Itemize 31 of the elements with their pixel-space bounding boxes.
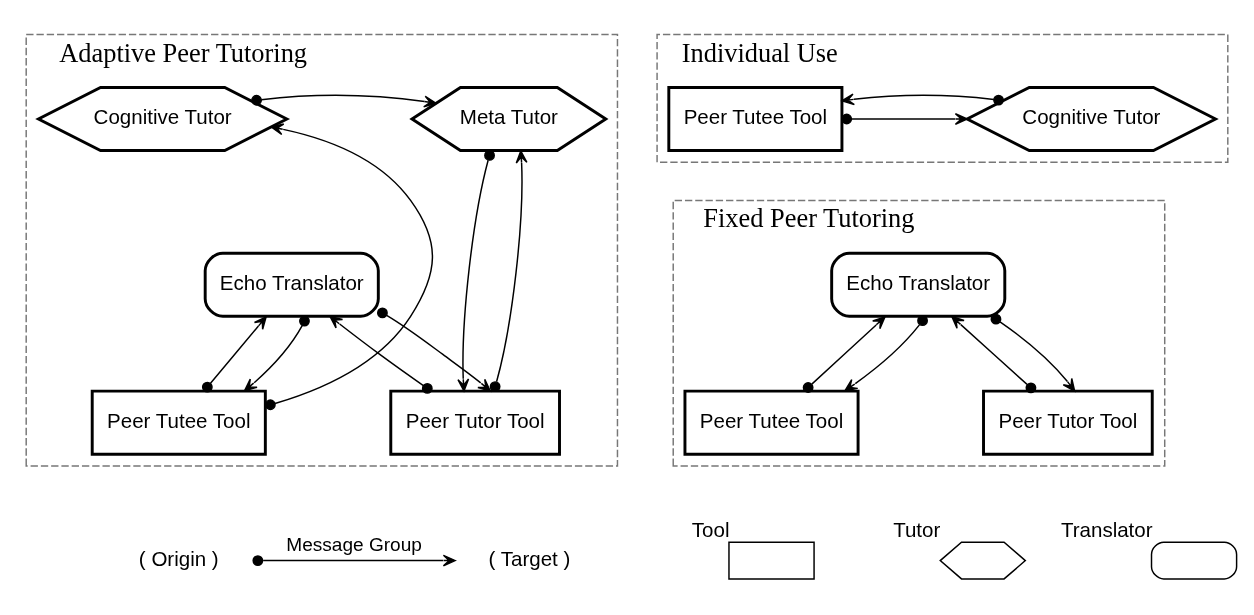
- node-box: Peer Tutor Tool: [389, 389, 561, 456]
- arrow: [251, 94, 437, 108]
- node-text: ( Origin ): [138, 547, 219, 571]
- arrow: [841, 93, 1004, 106]
- arrow: [252, 554, 456, 567]
- node-label: Tutor: [893, 517, 941, 541]
- node-box: Peer Tutee Tool: [683, 389, 860, 456]
- edge-label: Message Group: [286, 533, 422, 555]
- node-box: [728, 541, 815, 580]
- node-box: Echo Translator: [203, 251, 380, 318]
- arrow: [841, 112, 968, 125]
- arrow: [489, 150, 528, 392]
- arrow: [201, 316, 267, 393]
- arrow: [951, 315, 1037, 394]
- arrow: [264, 123, 434, 411]
- arrow: [243, 315, 310, 392]
- arrow: [457, 150, 495, 392]
- node-label: Tool: [691, 517, 730, 541]
- arrow: [377, 307, 491, 392]
- arrow: [844, 315, 928, 392]
- node-box: Echo Translator: [830, 251, 1007, 318]
- arrow: [802, 316, 886, 393]
- node-box: Peer Tutee Tool: [667, 85, 844, 152]
- node-text: ( Target ): [488, 547, 571, 571]
- node-box: Peer Tutee Tool: [90, 389, 267, 456]
- node-label: Translator: [1060, 517, 1153, 541]
- node-stadium: [1150, 541, 1238, 580]
- node-hexagon: [939, 541, 1027, 580]
- node-box: Peer Tutor Tool: [982, 389, 1154, 456]
- arrow: [990, 313, 1076, 392]
- arrow: [329, 315, 433, 394]
